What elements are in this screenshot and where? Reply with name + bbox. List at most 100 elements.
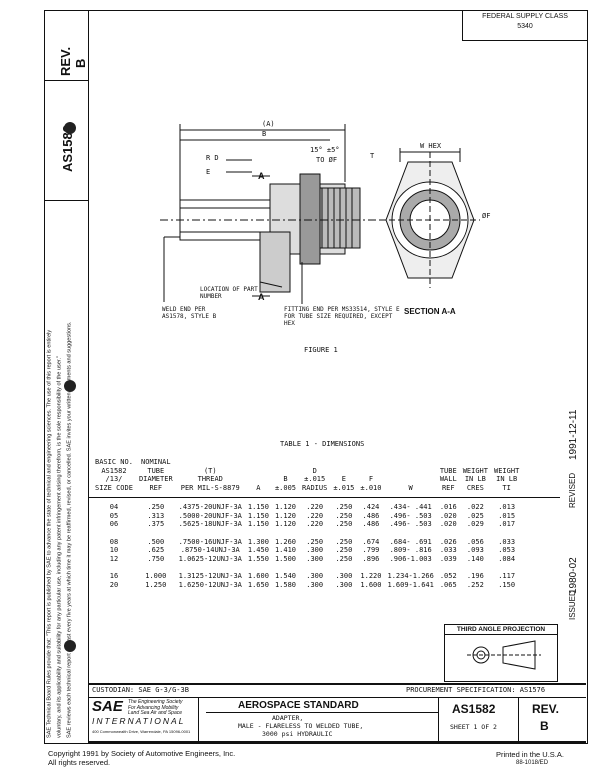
table-cell: .300 — [335, 572, 353, 580]
table-header-cell — [330, 458, 357, 467]
rev-label: REV. — [532, 702, 559, 716]
third-angle-symbol-icon — [467, 640, 541, 670]
table-header-cell: B — [283, 475, 288, 483]
table-cell: .8750-14UNJ-3A — [180, 546, 240, 554]
table-cell: .250 — [335, 511, 353, 520]
table-cell: .625 — [147, 546, 165, 554]
table-cell: .065 — [439, 580, 457, 589]
table-cell: .033 — [439, 546, 457, 554]
table-header-cell: DIAMETER — [138, 475, 173, 483]
label-section-cut-top: A — [258, 171, 265, 181]
side-rev-box — [44, 10, 88, 81]
table-header-cell — [357, 467, 384, 476]
table-cell: .313 — [147, 511, 165, 520]
figure-caption: FIGURE 1 — [304, 346, 338, 354]
table-cell: 1.220 — [360, 572, 382, 580]
table-cell: .017 — [498, 520, 516, 528]
table-header-cell — [437, 458, 460, 467]
table-cell: .220 — [306, 511, 324, 520]
issued-date: 1980-02 — [568, 557, 579, 594]
label-t: T — [370, 152, 375, 160]
binder-hole-middle — [64, 380, 76, 392]
binder-hole-top — [64, 122, 76, 134]
table-header-cell — [357, 458, 384, 467]
table-cell: .375 — [147, 520, 165, 528]
table-header-rule — [88, 497, 560, 498]
table-header-cell: /13/ — [105, 475, 123, 483]
doc-number: AS1582 — [452, 702, 496, 716]
table-header-cell: F — [368, 475, 374, 483]
table-header-cell — [245, 458, 272, 467]
label-rd: R D — [206, 154, 219, 162]
table-cell: .029 — [466, 520, 484, 528]
table-header-cell — [272, 458, 299, 467]
table-header-cell: ±.005 — [274, 483, 297, 492]
doc-title-line-1: ADAPTER, — [272, 714, 304, 722]
table-header-cell: REF — [149, 483, 163, 492]
table-cell: .300 — [335, 580, 353, 589]
table-header-cell — [245, 467, 272, 476]
table-header-cell — [272, 467, 299, 476]
rev-value: B — [540, 719, 549, 733]
label-a-dim: (A) — [262, 120, 275, 128]
table-cell: 1.300 — [247, 537, 269, 546]
federal-supply-class: FEDERAL SUPPLY CLASS 5340 — [462, 10, 587, 41]
table-cell: .220 — [306, 503, 324, 511]
table-cell: .013 — [498, 503, 516, 511]
table-cell: 1.150 — [247, 520, 269, 528]
table-header-cell: ±.015 — [304, 475, 326, 483]
table-cell: 04 — [109, 503, 119, 511]
table-cell: 08 — [109, 537, 119, 546]
table-cell: .150 — [498, 580, 516, 589]
left-margin-strip — [44, 10, 89, 742]
label-e: E — [206, 168, 211, 176]
table-header-cell: NOMINAL — [141, 458, 171, 466]
table-header-cell: D — [312, 466, 317, 475]
sae-international: INTERNATIONAL — [92, 716, 186, 726]
table-header-line: BASIC NO.NOMINAL — [92, 458, 522, 467]
table-cell: 1.650 — [247, 580, 269, 589]
sae-address: 400 Commonwealth Drive, Warrendale, PA 1… — [92, 729, 191, 734]
label-fitting-end: FITTING END PER MS33514, STYLE E FOR TUB… — [284, 306, 400, 327]
table-cell: .250 — [147, 503, 165, 511]
label-section-cut-bottom: A — [258, 292, 265, 302]
table-cell: .4375-20UNJF-3A — [178, 503, 242, 511]
table-header-cell: WEIGHT — [494, 466, 520, 475]
table-cell: .300 — [306, 554, 324, 563]
table-cell: .020 — [439, 511, 457, 520]
table-cell: 1.120 — [274, 503, 297, 511]
side-rev-value: B — [73, 58, 88, 68]
table-header-cell: TUBE — [147, 466, 165, 475]
table-cell: .799 — [362, 546, 380, 554]
table-cell: .434- .441 — [389, 503, 432, 511]
table-cell: .750 — [147, 554, 165, 563]
table-header-cell: A — [256, 483, 261, 492]
copyright: Copyright 1991 by Society of Automotive … — [48, 749, 236, 758]
table-cell: .052 — [439, 572, 457, 580]
table-cell: .196 — [466, 572, 484, 580]
table-cell: .025 — [466, 511, 484, 520]
table-cell: 1.150 — [247, 503, 269, 511]
table-header-cell: E — [341, 475, 346, 483]
table-cell: .117 — [498, 572, 516, 580]
table-cell: .906-1.003 — [389, 554, 432, 563]
label-phi-f: ØF — [482, 212, 491, 220]
table-cell: .016 — [439, 503, 457, 511]
table-cell: .5625-18UNJF-3A — [178, 520, 242, 528]
table-cell: .015 — [498, 511, 516, 520]
table-cell: .250 — [335, 520, 353, 528]
standard-heading: AEROSPACE STANDARD — [238, 700, 359, 711]
table-header-cell — [299, 458, 330, 467]
table-cell: .684- .691 — [389, 537, 432, 546]
table-header-cell — [245, 475, 272, 484]
table-header-cell — [491, 458, 522, 467]
table-header-cell: TI — [502, 483, 511, 492]
table-cell: .496- .503 — [389, 511, 432, 520]
fsc-label: FEDERAL SUPPLY CLASS — [482, 13, 568, 20]
table-cell: 20 — [109, 580, 119, 589]
